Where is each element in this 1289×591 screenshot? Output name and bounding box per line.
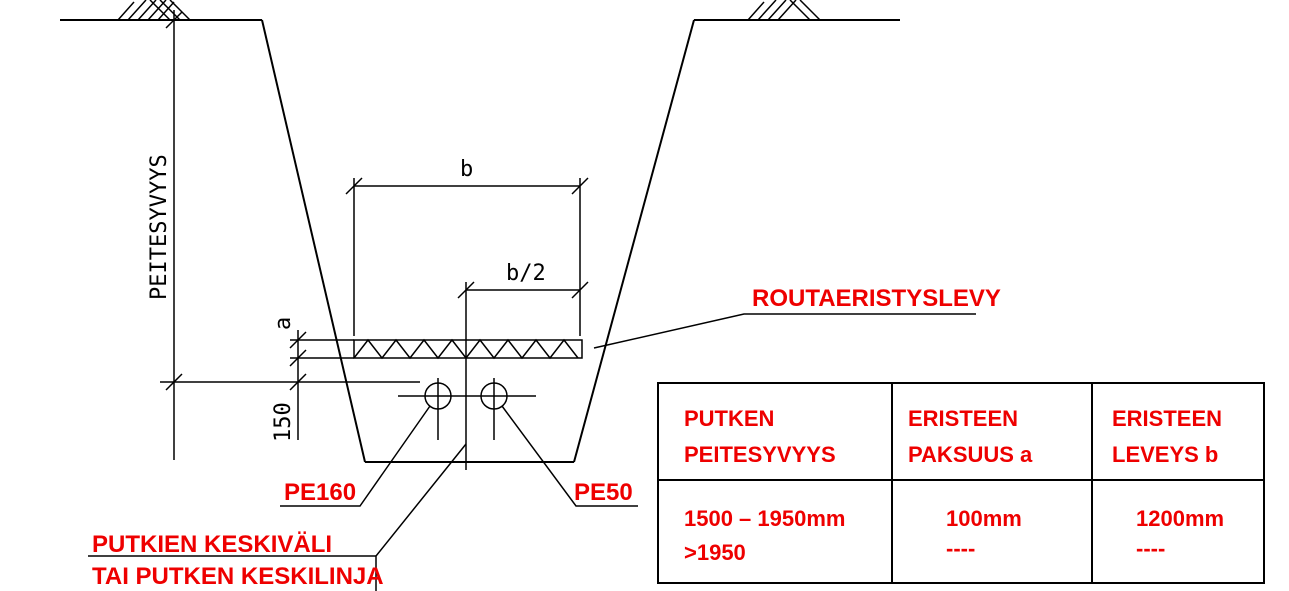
header-thickness-2: PAKSUUS a <box>908 442 1033 467</box>
depth-label: PEITESYVYYS <box>147 154 172 300</box>
spec-table <box>657 382 1265 584</box>
depth-dimension <box>160 10 420 460</box>
half-width-label: b/2 <box>506 261 546 286</box>
width-label: b <box>460 157 473 182</box>
cell-depth-1: 1500 – 1950mm <box>684 506 845 531</box>
cell-width-1: 1200mm <box>1136 506 1224 531</box>
half-width-dimension <box>457 281 589 470</box>
offset-label: 150 <box>271 402 296 442</box>
cell-depth-2: >1950 <box>684 540 746 565</box>
header-thickness-1: ERISTEEN <box>908 406 1018 431</box>
header-depth-1: PUTKEN <box>684 406 774 431</box>
centerline-label-2: TAI PUTKEN KESKILINJA <box>92 563 384 590</box>
header-width-1: ERISTEEN <box>1112 406 1222 431</box>
insulation-board-label: ROUTAERISTYSLEVY <box>752 285 1001 312</box>
thickness-dimension <box>289 330 354 440</box>
width-dimension <box>345 177 589 336</box>
pipe-large-label: PE160 <box>284 479 356 506</box>
trench-outline <box>261 19 695 463</box>
cell-thickness-1: 100mm <box>946 506 1022 531</box>
centerline-label-1: PUTKIEN KESKIVÄLI <box>92 531 332 558</box>
header-depth-2: PEITESYVYYS <box>684 442 836 467</box>
pipes <box>398 378 536 440</box>
thickness-label: a <box>271 317 296 330</box>
cell-width-2: ---- <box>1136 536 1165 561</box>
pipe-small-label: PE50 <box>574 479 633 506</box>
header-width-2: LEVEYS b <box>1112 442 1218 467</box>
cell-thickness-2: ---- <box>946 536 975 561</box>
leader-lines <box>88 313 976 591</box>
ground-hatch <box>117 0 821 21</box>
insulation-board <box>353 338 583 360</box>
